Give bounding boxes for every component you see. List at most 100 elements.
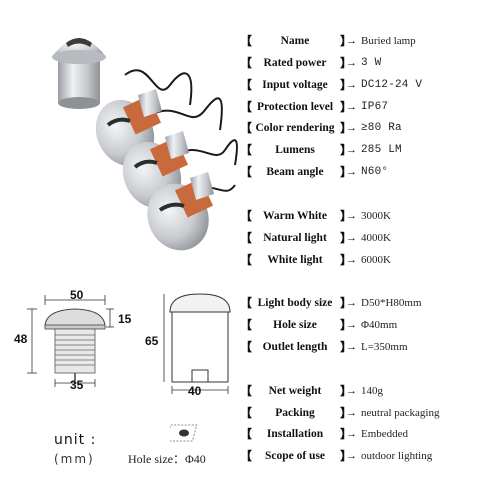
- spec-label: Scope of use: [264, 450, 326, 462]
- spec-value: neutral packaging: [361, 407, 440, 419]
- bracket-left: 【: [240, 121, 253, 135]
- arrow-icon: →: [346, 79, 357, 91]
- spec-value: DC12-24 V: [361, 79, 423, 91]
- arrow-icon: →: [346, 122, 357, 134]
- spec-label: Outlet length: [262, 341, 328, 353]
- spec-row: 【Installation】→Embedded: [240, 425, 500, 443]
- front-dimension-drawing: [27, 295, 114, 387]
- dim-total-height: 48: [14, 332, 28, 346]
- bracket-right: 】: [340, 231, 353, 245]
- spec-label: Rated power: [263, 57, 327, 69]
- bracket-right: 】: [340, 100, 353, 114]
- bracket-right: 】: [340, 340, 353, 354]
- spec-label: Beam angle: [266, 166, 324, 178]
- spec-row: 【 Warm White 】→ 3000K: [240, 207, 500, 225]
- bracket-right: 】: [340, 406, 353, 420]
- spec-label: Packing: [275, 407, 315, 419]
- spec-label: Warm White: [263, 210, 327, 222]
- spec-row: 【 Light body size 】→ D50*H80mm: [240, 294, 500, 312]
- cable-3: [174, 139, 238, 166]
- dim-body-width: 35: [70, 378, 84, 392]
- bracket-right: 】: [340, 209, 353, 223]
- bracket-left: 【: [240, 34, 253, 48]
- dim-cap-height: 15: [118, 312, 132, 326]
- spec-label: Name: [280, 35, 310, 47]
- bracket-left: 【: [240, 253, 253, 267]
- spec-row: 【 Packing 】→ neutral packaging: [240, 404, 500, 422]
- bracket-right: 】: [340, 78, 353, 92]
- lamp-angled-1: [95, 89, 162, 167]
- bracket-right: 】: [340, 253, 353, 267]
- bracket-left: 【: [240, 100, 253, 114]
- cable-1: [124, 69, 193, 106]
- arrow-icon: →: [346, 232, 357, 244]
- arrow-icon: →: [346, 428, 357, 440]
- spec-value: outdoor lighting: [361, 450, 433, 462]
- spec-row: 【Rated power】→3 W: [240, 54, 500, 72]
- unit-sub: (mm): [54, 452, 95, 466]
- spec-value: 3000K: [361, 210, 391, 222]
- bracket-right: 】: [340, 318, 353, 332]
- arrow-icon: →: [346, 254, 357, 266]
- bracket-left: 【: [240, 340, 253, 354]
- bracket-right: 】: [340, 121, 353, 135]
- spec-row: 【 Outlet length 】→ L=350mm: [240, 338, 500, 356]
- bracket-right: 】: [340, 449, 353, 463]
- spec-value: Buried lamp: [361, 35, 416, 47]
- bracket-right: 】: [340, 427, 353, 441]
- spec-row: 【 Scope of use 】→ outdoor lighting: [240, 447, 500, 465]
- hole-icon: [170, 424, 198, 442]
- bracket-left: 【: [240, 209, 253, 223]
- spec-value: Embedded: [361, 428, 409, 440]
- spec-value: N60°: [361, 166, 389, 178]
- arrow-icon: →: [346, 297, 357, 309]
- bracket-left: 【: [240, 318, 253, 332]
- spec-value: ≥80 Ra: [361, 122, 402, 134]
- arrow-icon: →: [346, 407, 357, 419]
- spec-row: 【 White light 】→ 6000K: [240, 251, 500, 269]
- spec-value: 6000K: [361, 254, 391, 266]
- lamp-standing: [52, 38, 106, 109]
- bracket-right: 】: [340, 34, 353, 48]
- unit-label: unit :: [54, 432, 97, 448]
- spec-label: Color rendering: [255, 122, 335, 134]
- bracket-right: 】: [340, 384, 353, 398]
- bracket-left: 【: [240, 56, 253, 70]
- dim-top-width: 50: [70, 288, 84, 302]
- arrow-icon: →: [346, 166, 357, 178]
- arrow-icon: →: [346, 341, 357, 353]
- cable-2: [149, 97, 223, 131]
- side-dimension-drawing: [163, 293, 231, 394]
- spec-row: 【 Hole size 】→ Φ40mm: [240, 316, 500, 334]
- bracket-left: 【: [240, 143, 253, 157]
- spec-row: 【Protection level】→IP67: [240, 98, 500, 116]
- spec-label: Hole size: [273, 319, 317, 331]
- bracket-right: 】: [340, 165, 353, 179]
- spec-label: Light body size: [257, 297, 333, 309]
- arrow-icon: →: [346, 57, 357, 69]
- bracket-right: 】: [340, 296, 353, 310]
- spec-label: Input voltage: [262, 79, 328, 91]
- spec-label: Net weight: [268, 385, 322, 397]
- arrow-icon: →: [346, 450, 357, 462]
- spec-value: 3 W: [361, 57, 382, 69]
- bracket-left: 【: [240, 296, 253, 310]
- spec-row: 【Net weight】→140g: [240, 382, 500, 400]
- bracket-left: 【: [240, 406, 253, 420]
- spec-value: L=350mm: [361, 341, 408, 353]
- arrow-icon: →: [346, 319, 357, 331]
- bracket-left: 【: [240, 427, 253, 441]
- spec-row: 【Natural light】→4000K: [240, 229, 500, 247]
- spec-label: Natural light: [263, 232, 327, 244]
- spec-label: White light: [267, 254, 323, 266]
- dim-side-height: 65: [145, 334, 159, 348]
- bracket-left: 【: [240, 78, 253, 92]
- arrow-icon: →: [346, 35, 357, 47]
- spec-value: Φ40mm: [361, 319, 398, 331]
- arrow-icon: →: [346, 210, 357, 222]
- bracket-left: 【: [240, 449, 253, 463]
- spec-value: D50*H80mm: [361, 297, 422, 309]
- arrow-icon: →: [346, 101, 357, 113]
- lamp-angled-3: [147, 172, 214, 251]
- spec-label: Lumens: [275, 144, 315, 156]
